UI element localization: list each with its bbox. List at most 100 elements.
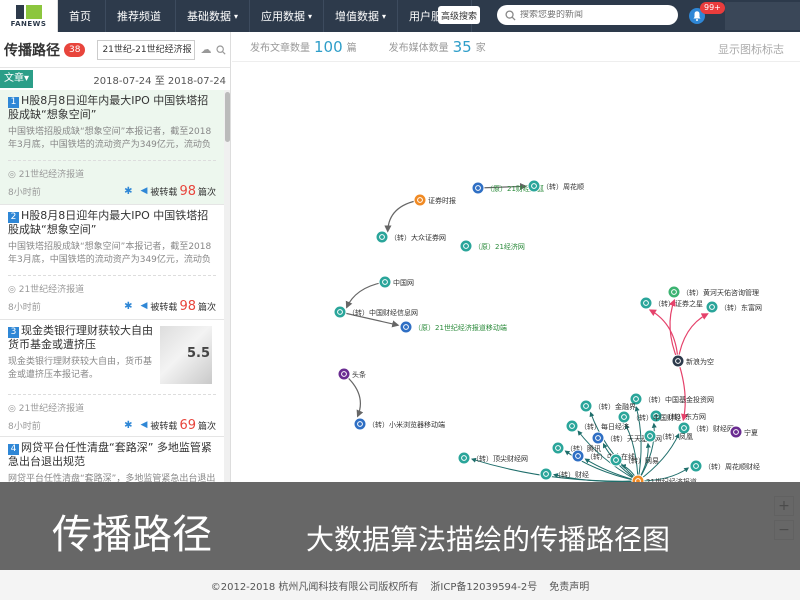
footer-icp-link[interactable]: 浙ICP备12039594-2号: [430, 581, 538, 593]
advanced-search-button[interactable]: 高级搜索: [438, 6, 480, 24]
graph-node-icon[interactable]: [667, 285, 681, 299]
graph-node-icon[interactable]: [643, 429, 657, 443]
article-meta: 8小时前 ✱ ◀ 被转载 69 篇次: [8, 414, 216, 436]
graph-node-icon[interactable]: [551, 441, 565, 455]
cloud-icon[interactable]: ☁: [200, 43, 212, 56]
graph-node[interactable]: （转）网易: [609, 453, 659, 467]
scrollbar-thumb[interactable]: [225, 92, 230, 142]
graph-node-icon[interactable]: [565, 419, 579, 433]
graph-node-icon[interactable]: [399, 320, 413, 334]
graph-node[interactable]: （转）东富网: [705, 300, 762, 314]
graph-node-icon[interactable]: [413, 193, 427, 207]
graph-node-icon[interactable]: [639, 296, 653, 310]
nav-item-app-data[interactable]: 应用数据▾: [250, 0, 325, 32]
graph-node[interactable]: 宁夏: [729, 425, 758, 439]
graph-node-icon[interactable]: [579, 399, 593, 413]
graph-node[interactable]: 头条: [337, 367, 366, 381]
nav-item-label: 首页: [69, 10, 91, 23]
logo[interactable]: FANEWS: [0, 0, 58, 32]
graph-node-icon[interactable]: [375, 230, 389, 244]
graph-node-icon[interactable]: [378, 275, 392, 289]
footer-disclaimer-link[interactable]: 免责声明: [549, 581, 590, 593]
graph-edge: [589, 411, 639, 482]
graph-node-icon[interactable]: [649, 409, 663, 423]
graph-node[interactable]: （原）21财经搜狐: [471, 181, 544, 195]
graph-node[interactable]: （转）中国财经: [617, 410, 681, 424]
graph-node[interactable]: （转）东方网: [649, 409, 706, 423]
share-icon[interactable]: ◀: [140, 301, 148, 311]
graph-node-icon[interactable]: [527, 179, 541, 193]
graph-node[interactable]: （转）大众证券网: [375, 230, 446, 244]
graph-node[interactable]: （转）每日经济: [565, 419, 629, 433]
graph-node-icon[interactable]: [459, 239, 473, 253]
graph-node[interactable]: （转）财经网: [677, 421, 734, 435]
graph-node-icon[interactable]: [689, 459, 703, 473]
graph-node-icon[interactable]: [591, 431, 605, 445]
graph-node-label: （转）小米浏览器移动端: [368, 420, 445, 429]
scrollbar-track[interactable]: [224, 90, 230, 482]
graph-node[interactable]: （转）中国财经信息网: [333, 305, 418, 319]
thumbnail-text: 5.5: [186, 346, 210, 361]
share-icon[interactable]: ◀: [140, 420, 148, 430]
graph-node[interactable]: （原）21经济网: [459, 239, 525, 253]
graph-node-icon[interactable]: [471, 181, 485, 195]
graph-node[interactable]: （转）财经: [539, 467, 589, 481]
articles-count-value: 100: [314, 37, 343, 56]
graph-node-icon[interactable]: [629, 392, 643, 406]
search-icon[interactable]: [216, 44, 227, 55]
user-avatar-area[interactable]: [725, 2, 800, 30]
graph-node[interactable]: （转）顶尖财经网: [457, 451, 528, 465]
graph-node[interactable]: （转）中国基金投资网: [629, 392, 714, 406]
graph-node[interactable]: 证券时报: [413, 193, 456, 207]
graph-node[interactable]: （转）黄河天佑咨询管理: [667, 285, 759, 299]
graph-node[interactable]: （转）凤凰: [643, 429, 693, 443]
graph-node[interactable]: 中国网: [378, 275, 414, 289]
share-icon[interactable]: ◀: [140, 186, 148, 196]
media-filter-input[interactable]: 21世纪-21世纪经济报: [97, 39, 196, 60]
graph-node-icon[interactable]: [609, 453, 623, 467]
graph-node[interactable]: （原）21世纪经济报道移动端: [399, 320, 507, 334]
graph-node[interactable]: （转）周花顺: [527, 179, 584, 193]
article-type-dropdown[interactable]: 文章▾: [0, 70, 34, 88]
graph-node[interactable]: （转）天天基金网: [591, 431, 662, 445]
graph-node[interactable]: （转）周花顺财经: [689, 459, 760, 473]
nav-item-basic-data[interactable]: 基础数据▾: [176, 0, 251, 32]
graph-node[interactable]: 新浪为空: [671, 354, 714, 368]
graph-node[interactable]: （转）中金在线: [571, 449, 635, 463]
asterisk-icon[interactable]: ✱: [124, 419, 133, 431]
graph-node-icon[interactable]: [333, 305, 347, 319]
nav-item-recommended[interactable]: 推荐频道: [106, 0, 176, 32]
graph-node[interactable]: （转）证券之星: [639, 296, 703, 310]
asterisk-icon[interactable]: ✱: [124, 185, 133, 197]
graph-node-icon[interactable]: [617, 410, 631, 424]
graph-node[interactable]: （转）金融界: [579, 399, 636, 413]
graph-node-icon[interactable]: [353, 417, 367, 431]
nav-item-home[interactable]: 首页: [58, 0, 106, 32]
search-input[interactable]: [520, 10, 670, 20]
graph-node-icon[interactable]: [729, 425, 743, 439]
graph-node-icon[interactable]: [337, 367, 351, 381]
graph-edge: [345, 281, 386, 309]
nav-item-value-data[interactable]: 增值数据▾: [324, 0, 399, 32]
graph-node-icon[interactable]: [539, 467, 553, 481]
graph-node[interactable]: 21世纪经济报道: [631, 474, 697, 482]
graph-node-icon[interactable]: [705, 300, 719, 314]
graph-node[interactable]: （转）腾讯: [551, 441, 601, 455]
graph-node[interactable]: （转）小米浏览器移动端: [353, 417, 445, 431]
article-thumbnail[interactable]: [160, 326, 212, 384]
graph-node-icon[interactable]: [457, 451, 471, 465]
graph-node-icon[interactable]: [571, 449, 585, 463]
asterisk-icon[interactable]: ✱: [124, 300, 133, 312]
show-icon-legend-toggle[interactable]: 显示图标标志: [718, 43, 784, 56]
graph-node-icon[interactable]: [671, 354, 685, 368]
graph-node-icon[interactable]: [677, 421, 691, 435]
